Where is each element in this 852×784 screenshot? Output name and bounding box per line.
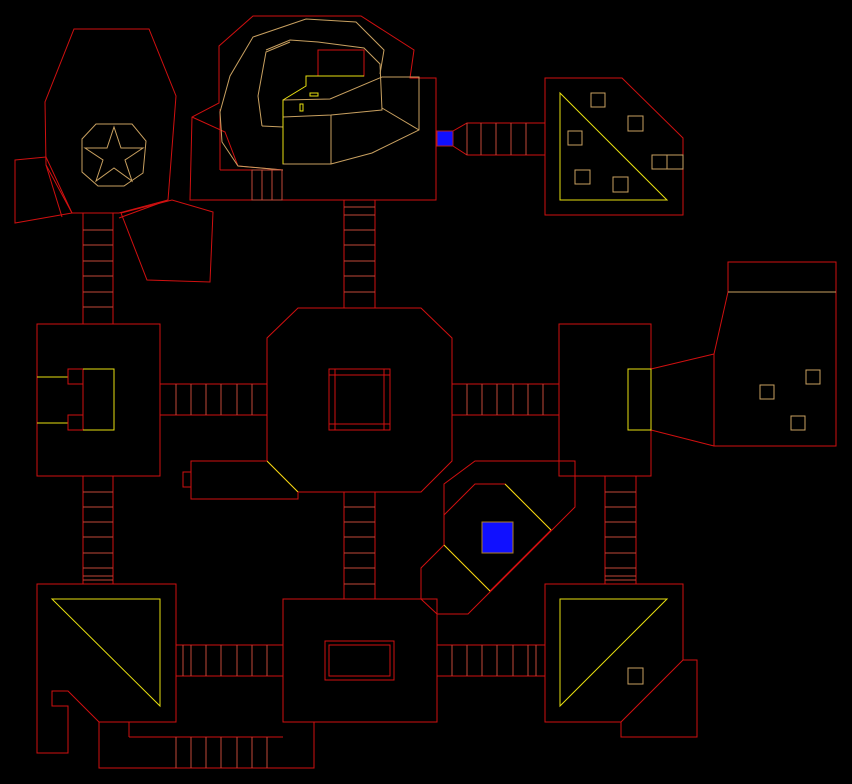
stairs-center-bottom xyxy=(343,492,376,599)
right-middle-room xyxy=(558,323,652,477)
winding-room xyxy=(189,15,437,201)
triangle-room-bottom-right xyxy=(544,583,698,738)
left-middle-room xyxy=(36,323,161,477)
stairs-left-top xyxy=(82,213,114,324)
diagonal-room xyxy=(420,460,576,615)
blue-key-icon xyxy=(436,130,454,147)
stairs-right-bottom xyxy=(604,476,637,584)
corridor-left-center xyxy=(160,383,267,416)
central-octagon xyxy=(266,307,453,493)
stairs-left-bottom xyxy=(82,476,114,584)
triangle-room-top-right xyxy=(544,77,684,216)
bottom-center-room xyxy=(282,598,438,723)
corridor-center-right xyxy=(452,383,559,416)
far-right-room xyxy=(650,261,837,447)
stairs-center-top xyxy=(343,200,376,308)
star-icon xyxy=(81,123,147,187)
star-chamber xyxy=(14,28,214,283)
ledge xyxy=(182,460,299,500)
stairs xyxy=(251,169,283,201)
corridor-top-right xyxy=(436,122,545,156)
blue-key-icon xyxy=(481,521,514,554)
corridor-bottom-left xyxy=(176,644,283,677)
corridor-bottom-right xyxy=(437,644,545,677)
